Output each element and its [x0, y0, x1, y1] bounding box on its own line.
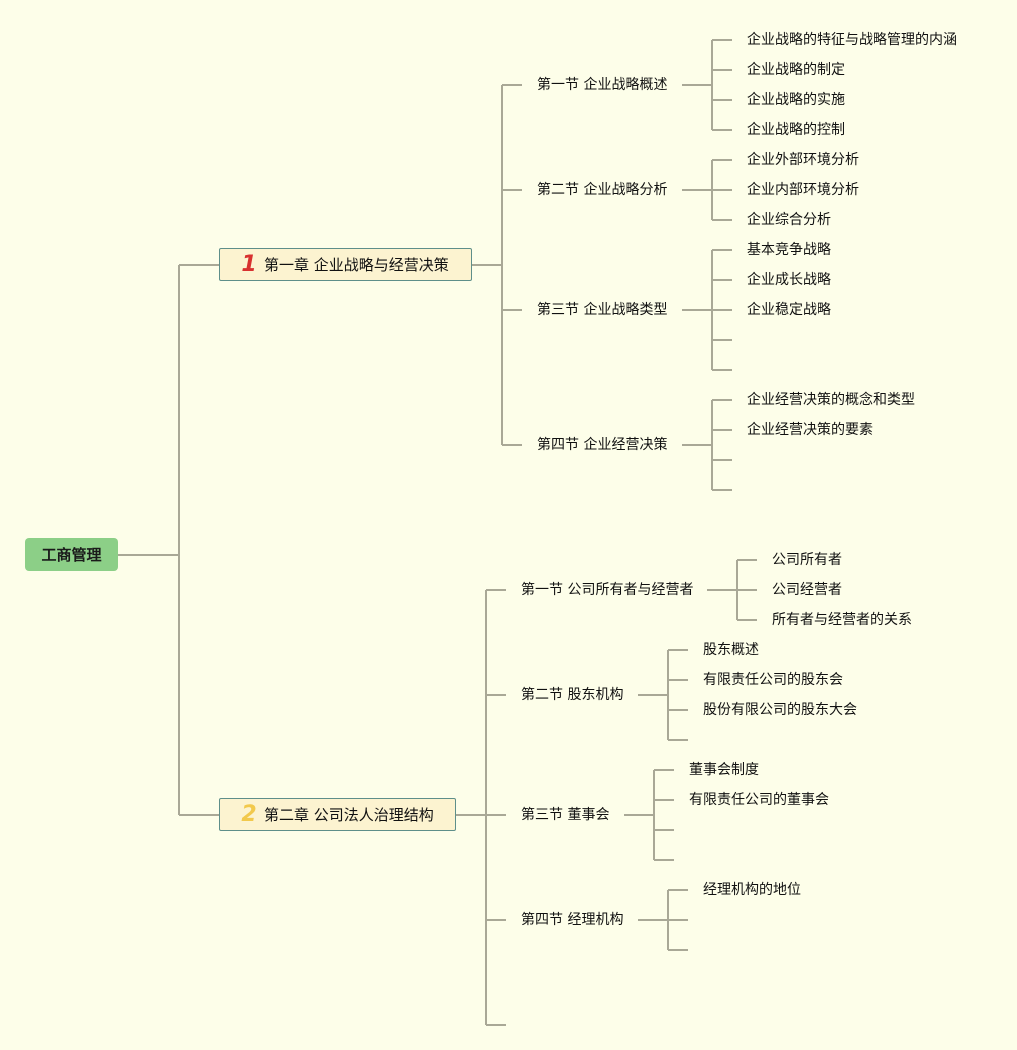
root-label: 工商管理: [41, 546, 102, 564]
connector-chapter-1: [472, 84, 522, 446]
ch2-section-3[interactable]: 第三节 董事会: [521, 807, 610, 823]
ch1-section-2[interactable]: 第二节 企业战略分析: [537, 182, 668, 198]
ch2-s3-topic-1[interactable]: 董事会制度: [689, 762, 759, 778]
ch1-s1-topic-1[interactable]: 企业战略的特征与战略管理的内涵: [747, 32, 957, 48]
ch1-s2-topic-3[interactable]: 企业综合分析: [747, 212, 831, 228]
root-node[interactable]: 工商管理: [25, 538, 118, 571]
chapter-2-node[interactable]: 2 第二章 公司法人治理结构: [219, 798, 456, 831]
chapter-1-number-icon: 1: [241, 252, 257, 277]
connector-ch1-sec1: [682, 39, 732, 131]
ch1-s1-topic-2[interactable]: 企业战略的制定: [747, 62, 845, 78]
ch2-s1-topic-1[interactable]: 公司所有者: [772, 552, 842, 568]
connector-ch2-sec2: [638, 649, 688, 741]
ch2-s2-topic-3[interactable]: 股份有限公司的股东大会: [703, 702, 857, 718]
ch1-section-3[interactable]: 第三节 企业战略类型: [537, 302, 668, 318]
ch1-s2-topic-1[interactable]: 企业外部环境分析: [747, 152, 859, 168]
ch1-s3-topic-3[interactable]: 企业稳定战略: [747, 302, 831, 318]
ch2-section-4[interactable]: 第四节 经理机构: [521, 912, 624, 928]
chapter-2-number-icon: 2: [241, 802, 257, 827]
ch1-s3-topic-2[interactable]: 企业成长战略: [747, 272, 831, 288]
ch2-s2-topic-1[interactable]: 股东概述: [703, 642, 759, 658]
ch1-s1-topic-3[interactable]: 企业战略的实施: [747, 92, 845, 108]
ch2-s4-topic-1[interactable]: 经理机构的地位: [703, 882, 801, 898]
chapter-1-node[interactable]: 1 第一章 企业战略与经营决策: [219, 248, 472, 281]
connector-ch2-sec3: [624, 769, 674, 861]
ch1-s3-topic-1[interactable]: 基本竞争战略: [747, 242, 831, 258]
ch1-section-4[interactable]: 第四节 企业经营决策: [537, 437, 668, 453]
ch1-s4-topic-2[interactable]: 企业经营决策的要素: [747, 422, 873, 438]
connector-root: [118, 264, 219, 816]
ch1-s1-topic-4[interactable]: 企业战略的控制: [747, 122, 845, 138]
ch2-s2-topic-2[interactable]: 有限责任公司的股东会: [703, 672, 843, 688]
chapter-2-label: 第二章 公司法人治理结构: [264, 806, 434, 824]
ch1-s2-topic-2[interactable]: 企业内部环境分析: [747, 182, 859, 198]
connector-ch2-sec1: [707, 559, 757, 621]
connector-chapter-2: [456, 589, 506, 1026]
ch1-s4-topic-1[interactable]: 企业经营决策的概念和类型: [747, 392, 915, 408]
ch2-section-1[interactable]: 第一节 公司所有者与经营者: [521, 582, 694, 598]
ch2-section-2[interactable]: 第二节 股东机构: [521, 687, 624, 703]
ch2-s3-topic-2[interactable]: 有限责任公司的董事会: [689, 792, 829, 808]
ch2-s1-topic-3[interactable]: 所有者与经营者的关系: [772, 612, 912, 628]
chapter-1-label: 第一章 企业战略与经营决策: [264, 256, 449, 274]
connector-ch1-sec3: [682, 249, 732, 371]
connector-ch1-sec2: [682, 159, 732, 221]
connector-ch2-sec4: [638, 889, 688, 951]
ch1-section-1[interactable]: 第一节 企业战略概述: [537, 77, 668, 93]
ch2-s1-topic-2[interactable]: 公司经营者: [772, 582, 842, 598]
connector-ch1-sec4: [682, 399, 732, 491]
